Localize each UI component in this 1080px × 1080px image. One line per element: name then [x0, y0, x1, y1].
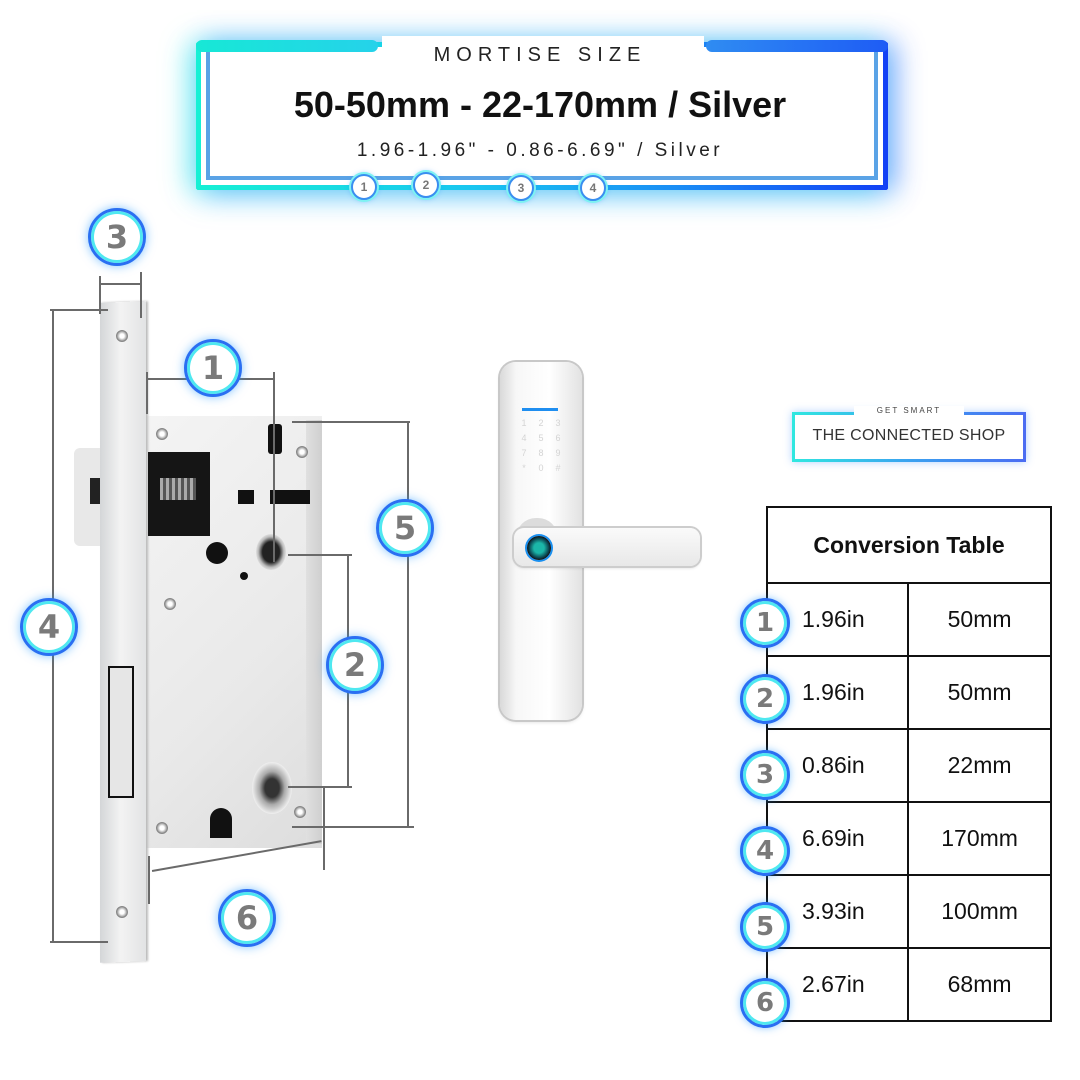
- mortise-spring: [160, 478, 196, 500]
- row-badge-2: 2: [740, 674, 790, 724]
- header-inner-frame: [206, 52, 878, 180]
- dimension-line-5: [407, 422, 409, 827]
- fingerprint-icon: [527, 536, 551, 560]
- mm-cell: 22mm: [907, 728, 1052, 803]
- dimension-line-3: [100, 283, 140, 285]
- mortise-hole: [206, 542, 228, 564]
- table-header-row: Conversion Table: [766, 506, 1052, 584]
- keypad-key: 3: [555, 418, 561, 428]
- header-frame: [196, 42, 888, 190]
- screw-icon: [164, 598, 176, 610]
- screw-icon: [294, 806, 306, 818]
- mm-cell: 68mm: [907, 947, 1052, 1022]
- dimension-tick: [50, 309, 108, 311]
- keypad-key: 7: [521, 448, 527, 458]
- lock-keypad: 1 2 3 4 5 6 7 8 9 * 0 #: [515, 416, 567, 476]
- keypad-key: 5: [538, 433, 544, 443]
- mortise-square-hole: [238, 490, 254, 504]
- dimension-badge-3: 3: [88, 208, 146, 266]
- keypad-key: 9: [555, 448, 561, 458]
- keypad-key: 8: [538, 448, 544, 458]
- dimension-tick: [148, 856, 150, 904]
- dimension-tick: [292, 421, 410, 423]
- mm-cell: 50mm: [907, 582, 1052, 657]
- keypad-key: 6: [555, 433, 561, 443]
- mortise-slot: [270, 490, 310, 504]
- keypad-key: 1: [521, 418, 527, 428]
- dimension-tick: [292, 826, 414, 828]
- row-badge-1: 1: [740, 598, 790, 648]
- header-cap-right: [706, 40, 888, 52]
- header-subtitle: 1.96-1.96" - 0.86-6.69" / Silver: [356, 140, 724, 161]
- mm-cell: 50mm: [907, 655, 1052, 730]
- mm-cell: 170mm: [907, 801, 1052, 876]
- mortise-body-edge: [306, 420, 322, 844]
- screw-icon: [116, 906, 128, 918]
- header-frame-gap: [382, 36, 704, 58]
- table-title: Conversion Table: [766, 506, 1052, 584]
- spindle-hole: [256, 534, 286, 570]
- row-badge-4: 4: [740, 826, 790, 876]
- logo-frame-gap: [854, 406, 964, 418]
- dimension-badge-5: 5: [376, 499, 434, 557]
- header-cap-left: [196, 40, 378, 52]
- dimension-tick: [146, 372, 148, 414]
- keypad-key: #: [555, 463, 561, 473]
- inches-cell: 6.69in: [765, 801, 910, 876]
- mini-badge-2: 2: [413, 172, 439, 198]
- mini-badge-4: 4: [580, 175, 606, 201]
- header-kicker: MORTISE SIZE: [433, 44, 647, 66]
- dimension-tick: [140, 272, 142, 318]
- logo-frame: [792, 412, 1026, 462]
- dimension-badge-4: 4: [20, 598, 78, 656]
- cylinder-hole: [252, 762, 292, 814]
- dimension-badge-2: 2: [326, 636, 384, 694]
- inches-cell: 0.86in: [765, 728, 910, 803]
- dimension-tick: [273, 372, 275, 562]
- keypad-key: *: [522, 463, 526, 473]
- inches-cell: 3.93in: [765, 874, 910, 949]
- screw-icon: [156, 822, 168, 834]
- dimension-badge-1: 1: [184, 339, 242, 397]
- screw-icon: [156, 428, 168, 440]
- dimension-badge-6: 6: [218, 889, 276, 947]
- mini-badge-1: 1: [351, 174, 377, 200]
- row-badge-5: 5: [740, 902, 790, 952]
- dimension-tick: [50, 941, 108, 943]
- dimension-tick: [288, 554, 352, 556]
- keyhole-slot: [210, 808, 232, 838]
- mm-cell: 100mm: [907, 874, 1052, 949]
- row-badge-6: 6: [740, 978, 790, 1028]
- keypad-key: 2: [538, 418, 544, 428]
- dimension-tick: [99, 276, 101, 314]
- lock-status-led: [522, 408, 558, 411]
- logo-kicker: GET SMART: [876, 406, 942, 415]
- page-title: 50-50mm - 22-170mm / Silver: [293, 84, 787, 125]
- logo-name: THE CONNECTED SHOP: [812, 427, 1006, 444]
- keypad-key: 4: [521, 433, 527, 443]
- dimension-tick: [323, 786, 325, 870]
- screw-icon: [116, 330, 128, 342]
- row-badge-3: 3: [740, 750, 790, 800]
- inches-cell: 1.96in: [765, 655, 910, 730]
- mortise-hole-small: [240, 572, 248, 580]
- keypad-key: 0: [538, 463, 544, 473]
- mortise-faceplate: [100, 301, 146, 963]
- mini-badge-3: 3: [508, 175, 534, 201]
- deadbolt-frame: [108, 666, 134, 798]
- inches-cell: 2.67in: [765, 947, 910, 1022]
- dimension-tick: [288, 786, 352, 788]
- screw-icon: [296, 446, 308, 458]
- mortise-slot: [268, 424, 282, 454]
